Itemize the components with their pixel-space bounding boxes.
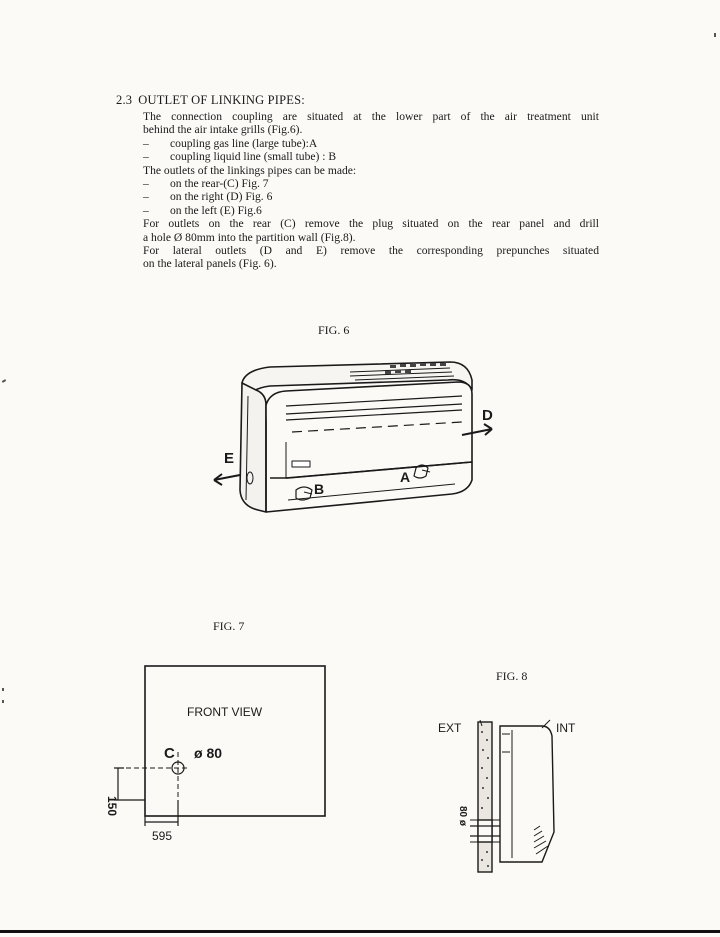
section-title: OUTLET OF LINKING PIPES: [138, 93, 305, 107]
fig6-label-d: D [482, 407, 493, 424]
outlet-item-text: on the rear-(C) Fig. 7 [170, 177, 269, 191]
rear-outlet-line-1: For outlets on the rear (C) remove the p… [143, 217, 599, 231]
fig8-caption: FIG. 8 [496, 669, 528, 683]
fig7-height-dimension: 150 [105, 796, 119, 816]
fig6-unit-drawing: D E A B [213, 361, 493, 513]
scan-mark [1, 379, 7, 383]
outlet-item: – on the right (D) Fig. 6 [143, 190, 599, 203]
list-dash: – [143, 190, 149, 204]
scan-mark [2, 688, 4, 691]
scan-mark [2, 700, 4, 703]
outlet-item-text: on the left (E) Fig.6 [170, 203, 262, 217]
intro-line-2: behind the air intake grills (Fig.6). [143, 123, 303, 137]
fig8-wall-section-drawing: EXT INT 80 ø [438, 719, 576, 873]
outlet-item-text: on the right (D) Fig. 6 [170, 190, 273, 204]
fig6-caption: FIG. 6 [318, 323, 350, 337]
intro-line-1: The connection coupling are situated at … [143, 110, 599, 123]
fig6-label-a: A [400, 469, 410, 485]
section-number: 2.3 [116, 93, 133, 107]
fig7-hole-label: C [164, 745, 175, 762]
outlets-intro: The outlets of the linkings pipes can be… [143, 163, 357, 177]
page-bottom-edge [0, 930, 720, 933]
outlet-item: – on the rear-(C) Fig. 7 [143, 177, 599, 190]
fig7-diameter-label: ø 80 [194, 745, 222, 761]
fig7-width-dimension: 595 [152, 829, 172, 843]
fig8-diameter-label: 80 ø [457, 806, 468, 827]
fig8-ext-label: EXT [438, 721, 462, 735]
fig8-int-label: INT [556, 721, 576, 735]
coupling-item-text: coupling gas line (large tube):A [170, 136, 318, 150]
fig6-label-b: B [314, 481, 324, 497]
rear-outlet-line-2: a hole Ø 80mm into the partition wall (F… [143, 230, 356, 244]
list-dash: – [143, 150, 149, 164]
coupling-item: – coupling gas line (large tube):A [143, 137, 599, 150]
section-body: The connection coupling are situated at … [143, 110, 599, 271]
list-dash: – [143, 136, 149, 150]
section-heading: 2.3 OUTLET OF LINKING PIPES: [116, 93, 305, 108]
coupling-item: – coupling liquid line (small tube) : B [143, 150, 599, 163]
fig7-view-label: FRONT VIEW [187, 705, 263, 719]
fig7-front-view-drawing: FRONT VIEW C ø 80 150 595 [105, 665, 326, 843]
list-dash: – [143, 177, 149, 191]
lateral-outlet-line-2: on the lateral panels (Fig. 6). [143, 257, 277, 271]
outlet-item: – on the left (E) Fig.6 [143, 204, 599, 217]
coupling-item-text: coupling liquid line (small tube) : B [170, 150, 337, 164]
lateral-outlet-line-1: For lateral outlets (D and E) remove the… [143, 244, 599, 258]
fig7-caption: FIG. 7 [213, 619, 245, 633]
fig6-label-e: E [224, 450, 234, 467]
scan-mark [714, 33, 716, 37]
list-dash: – [143, 203, 149, 217]
